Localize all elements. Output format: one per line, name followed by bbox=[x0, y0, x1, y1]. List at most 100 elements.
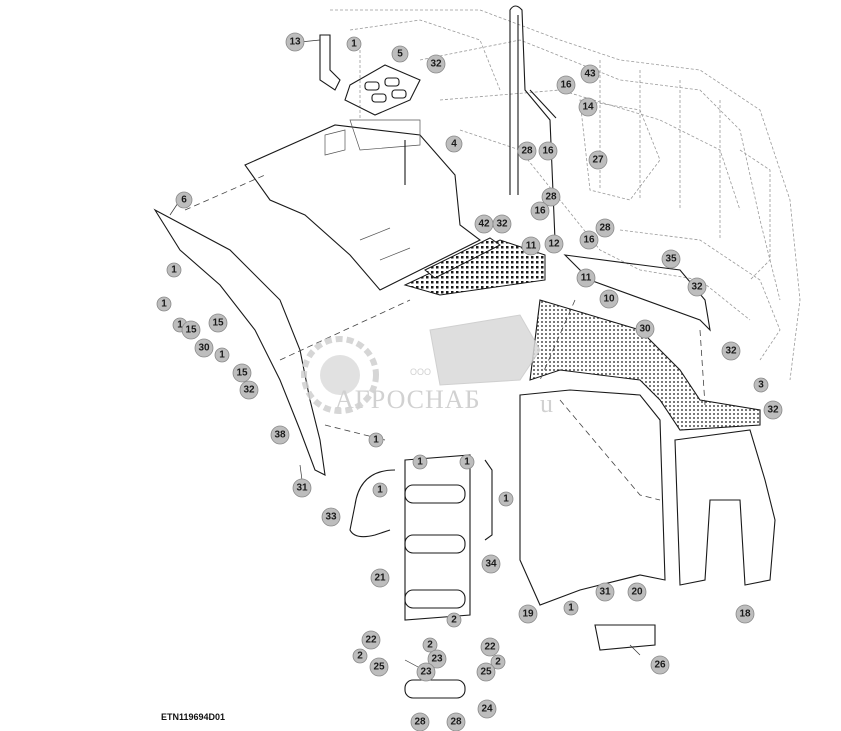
svg-text:11: 11 bbox=[526, 241, 537, 252]
svg-text:2: 2 bbox=[451, 615, 457, 626]
callout: 14 bbox=[578, 97, 598, 117]
svg-text:23: 23 bbox=[420, 667, 432, 678]
callout: 35 bbox=[661, 249, 681, 269]
svg-text:27: 27 bbox=[592, 155, 604, 166]
callout: 5 bbox=[391, 45, 409, 63]
right-fender bbox=[674, 429, 776, 586]
callout: 23 bbox=[427, 649, 447, 669]
callout: 1 bbox=[346, 36, 362, 52]
callout: 13 bbox=[285, 32, 305, 52]
callout: 25 bbox=[476, 662, 496, 682]
callout: 32 bbox=[763, 400, 783, 420]
svg-text:21: 21 bbox=[374, 573, 386, 584]
callout: 6 bbox=[175, 191, 193, 209]
callout: 1 bbox=[156, 296, 172, 312]
callout: 2 bbox=[490, 654, 506, 670]
step-grate bbox=[403, 237, 546, 296]
callout: 28 bbox=[595, 218, 615, 238]
svg-text:28: 28 bbox=[599, 223, 611, 234]
svg-text:1: 1 bbox=[417, 457, 423, 468]
callout: 30 bbox=[635, 319, 655, 339]
kick-plate bbox=[594, 624, 656, 651]
svg-text:2: 2 bbox=[427, 640, 433, 651]
callout: 15 bbox=[181, 320, 201, 340]
svg-text:15: 15 bbox=[185, 325, 197, 336]
svg-text:25: 25 bbox=[480, 667, 492, 678]
callout: 26 bbox=[650, 655, 670, 675]
svg-text:33: 33 bbox=[325, 512, 337, 523]
svg-text:32: 32 bbox=[496, 219, 508, 230]
svg-text:2: 2 bbox=[357, 651, 363, 662]
svg-text:1: 1 bbox=[373, 435, 379, 446]
svg-text:13: 13 bbox=[289, 37, 301, 48]
callout: 28 bbox=[446, 712, 466, 731]
svg-text:2: 2 bbox=[495, 657, 501, 668]
callout: 23 bbox=[416, 662, 436, 682]
callout: 16 bbox=[556, 75, 576, 95]
callout: 30 bbox=[194, 338, 214, 358]
svg-text:1: 1 bbox=[351, 39, 357, 50]
svg-text:16: 16 bbox=[534, 206, 546, 217]
svg-text:16: 16 bbox=[542, 146, 554, 157]
svg-text:16: 16 bbox=[583, 235, 595, 246]
svg-text:26: 26 bbox=[654, 660, 666, 671]
svg-text:4: 4 bbox=[451, 139, 457, 150]
svg-text:5: 5 bbox=[397, 49, 403, 60]
figure-id: ETN119694D01 bbox=[161, 712, 226, 722]
callout: 33 bbox=[321, 507, 341, 527]
svg-text:1: 1 bbox=[219, 350, 225, 361]
svg-text:28: 28 bbox=[521, 146, 533, 157]
svg-text:1: 1 bbox=[161, 299, 167, 310]
callout: 32 bbox=[687, 277, 707, 297]
callout: 3 bbox=[753, 377, 769, 393]
svg-text:28: 28 bbox=[545, 192, 557, 203]
left-side-panel bbox=[153, 208, 326, 476]
svg-text:14: 14 bbox=[582, 102, 594, 113]
svg-text:3: 3 bbox=[758, 380, 764, 391]
svg-text:1: 1 bbox=[377, 485, 383, 496]
left-fender bbox=[519, 389, 666, 606]
callout: 1 bbox=[368, 432, 384, 448]
callout: 38 bbox=[270, 425, 290, 445]
svg-text:18: 18 bbox=[739, 609, 751, 620]
callout: 16 bbox=[530, 201, 550, 221]
callout: 27 bbox=[588, 150, 608, 170]
svg-text:32: 32 bbox=[767, 405, 779, 416]
svg-text:25: 25 bbox=[373, 662, 385, 673]
grab-handle-left bbox=[349, 469, 396, 538]
svg-text:31: 31 bbox=[296, 483, 308, 494]
watermark-suffix: u bbox=[540, 389, 554, 418]
svg-text:32: 32 bbox=[725, 346, 737, 357]
svg-text:42: 42 bbox=[478, 219, 490, 230]
svg-text:11: 11 bbox=[581, 273, 592, 284]
callout: 1 bbox=[459, 454, 475, 470]
callout: 12 bbox=[544, 234, 564, 254]
svg-text:15: 15 bbox=[236, 368, 248, 379]
callout: 20 bbox=[627, 582, 647, 602]
svg-text:1: 1 bbox=[177, 320, 183, 331]
rear-cover bbox=[529, 254, 761, 431]
svg-text:28: 28 bbox=[414, 717, 426, 728]
callout: 31 bbox=[292, 478, 312, 498]
callout: 32 bbox=[239, 380, 259, 400]
callout: 2 bbox=[422, 637, 438, 653]
svg-text:35: 35 bbox=[665, 254, 677, 265]
callouts: 13 1 5 32 43 16 14 4 28 16 27 28 16 6 42… bbox=[156, 32, 783, 731]
callout: 1 bbox=[214, 347, 230, 363]
svg-text:32: 32 bbox=[430, 59, 442, 70]
callout: 32 bbox=[492, 214, 512, 234]
svg-text:1: 1 bbox=[171, 265, 177, 276]
svg-text:16: 16 bbox=[560, 80, 572, 91]
callout: 2 bbox=[352, 648, 368, 664]
svg-text:19: 19 bbox=[522, 609, 534, 620]
callout: 1 bbox=[563, 600, 579, 616]
callout: 31 bbox=[595, 582, 615, 602]
callout: 28 bbox=[541, 187, 561, 207]
svg-text:1: 1 bbox=[464, 457, 470, 468]
callout: 1 bbox=[229, 355, 235, 366]
svg-text:24: 24 bbox=[481, 704, 493, 715]
svg-text:10: 10 bbox=[603, 294, 615, 305]
svg-text:22: 22 bbox=[484, 642, 496, 653]
callout: 1 bbox=[166, 262, 182, 278]
callout: 34 bbox=[481, 554, 501, 574]
